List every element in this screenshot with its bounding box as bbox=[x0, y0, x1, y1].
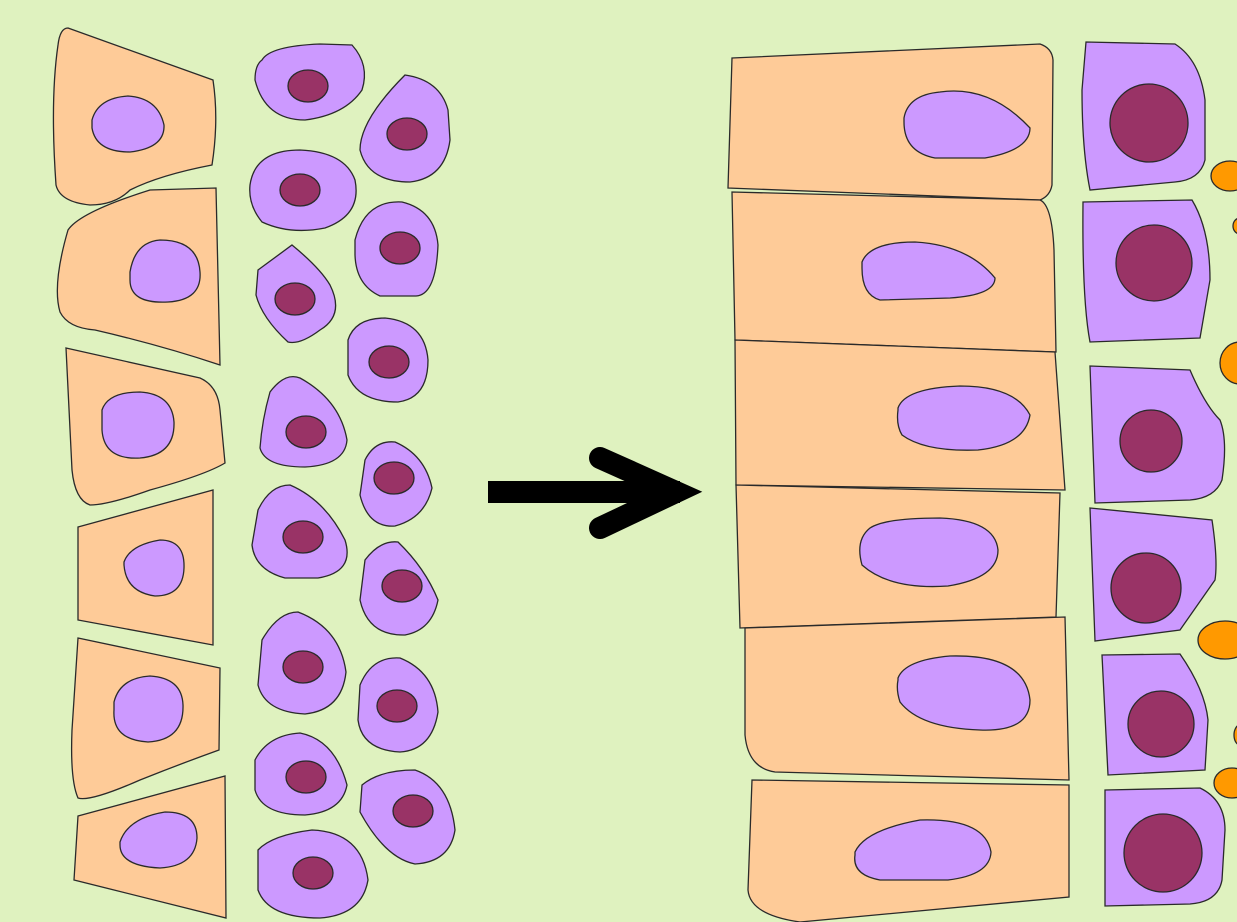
violet-cell bbox=[1083, 200, 1210, 342]
nucleus bbox=[374, 462, 414, 494]
nucleus bbox=[382, 570, 422, 602]
nucleus bbox=[380, 232, 420, 264]
peach-cell bbox=[732, 192, 1056, 352]
nucleus bbox=[898, 386, 1031, 450]
nucleus bbox=[1110, 84, 1188, 162]
nucleus bbox=[1124, 814, 1202, 892]
nucleus bbox=[1116, 225, 1192, 301]
nucleus bbox=[286, 416, 326, 448]
nucleus bbox=[114, 676, 183, 742]
nucleus bbox=[1111, 553, 1181, 623]
peach-cell bbox=[735, 340, 1065, 490]
violet-cell bbox=[355, 202, 438, 296]
nucleus bbox=[130, 240, 200, 302]
violet-cell bbox=[1082, 42, 1205, 190]
nucleus bbox=[275, 283, 315, 315]
nucleus bbox=[1120, 410, 1182, 472]
nucleus bbox=[283, 521, 323, 553]
nucleus bbox=[1128, 691, 1194, 757]
peach-cell bbox=[748, 780, 1069, 922]
nucleus bbox=[293, 857, 333, 889]
nucleus bbox=[283, 651, 323, 683]
nucleus bbox=[393, 795, 433, 827]
nucleus bbox=[387, 118, 427, 150]
nucleus bbox=[377, 690, 417, 722]
nucleus bbox=[369, 346, 409, 378]
violet-cell bbox=[250, 150, 356, 230]
peach-cell bbox=[728, 44, 1053, 200]
violet-cell bbox=[1105, 788, 1225, 906]
violet-cell bbox=[258, 830, 368, 918]
after-epithelial-column bbox=[728, 44, 1069, 922]
violet-cell bbox=[348, 318, 428, 402]
nucleus bbox=[286, 761, 326, 793]
peach-cell bbox=[736, 485, 1060, 628]
peach-cell bbox=[745, 617, 1069, 780]
nucleus bbox=[102, 392, 174, 458]
nucleus bbox=[860, 518, 998, 587]
violet-cell bbox=[1102, 654, 1208, 775]
nucleus bbox=[288, 70, 328, 102]
nucleus bbox=[280, 174, 320, 206]
after-panel bbox=[728, 42, 1237, 922]
